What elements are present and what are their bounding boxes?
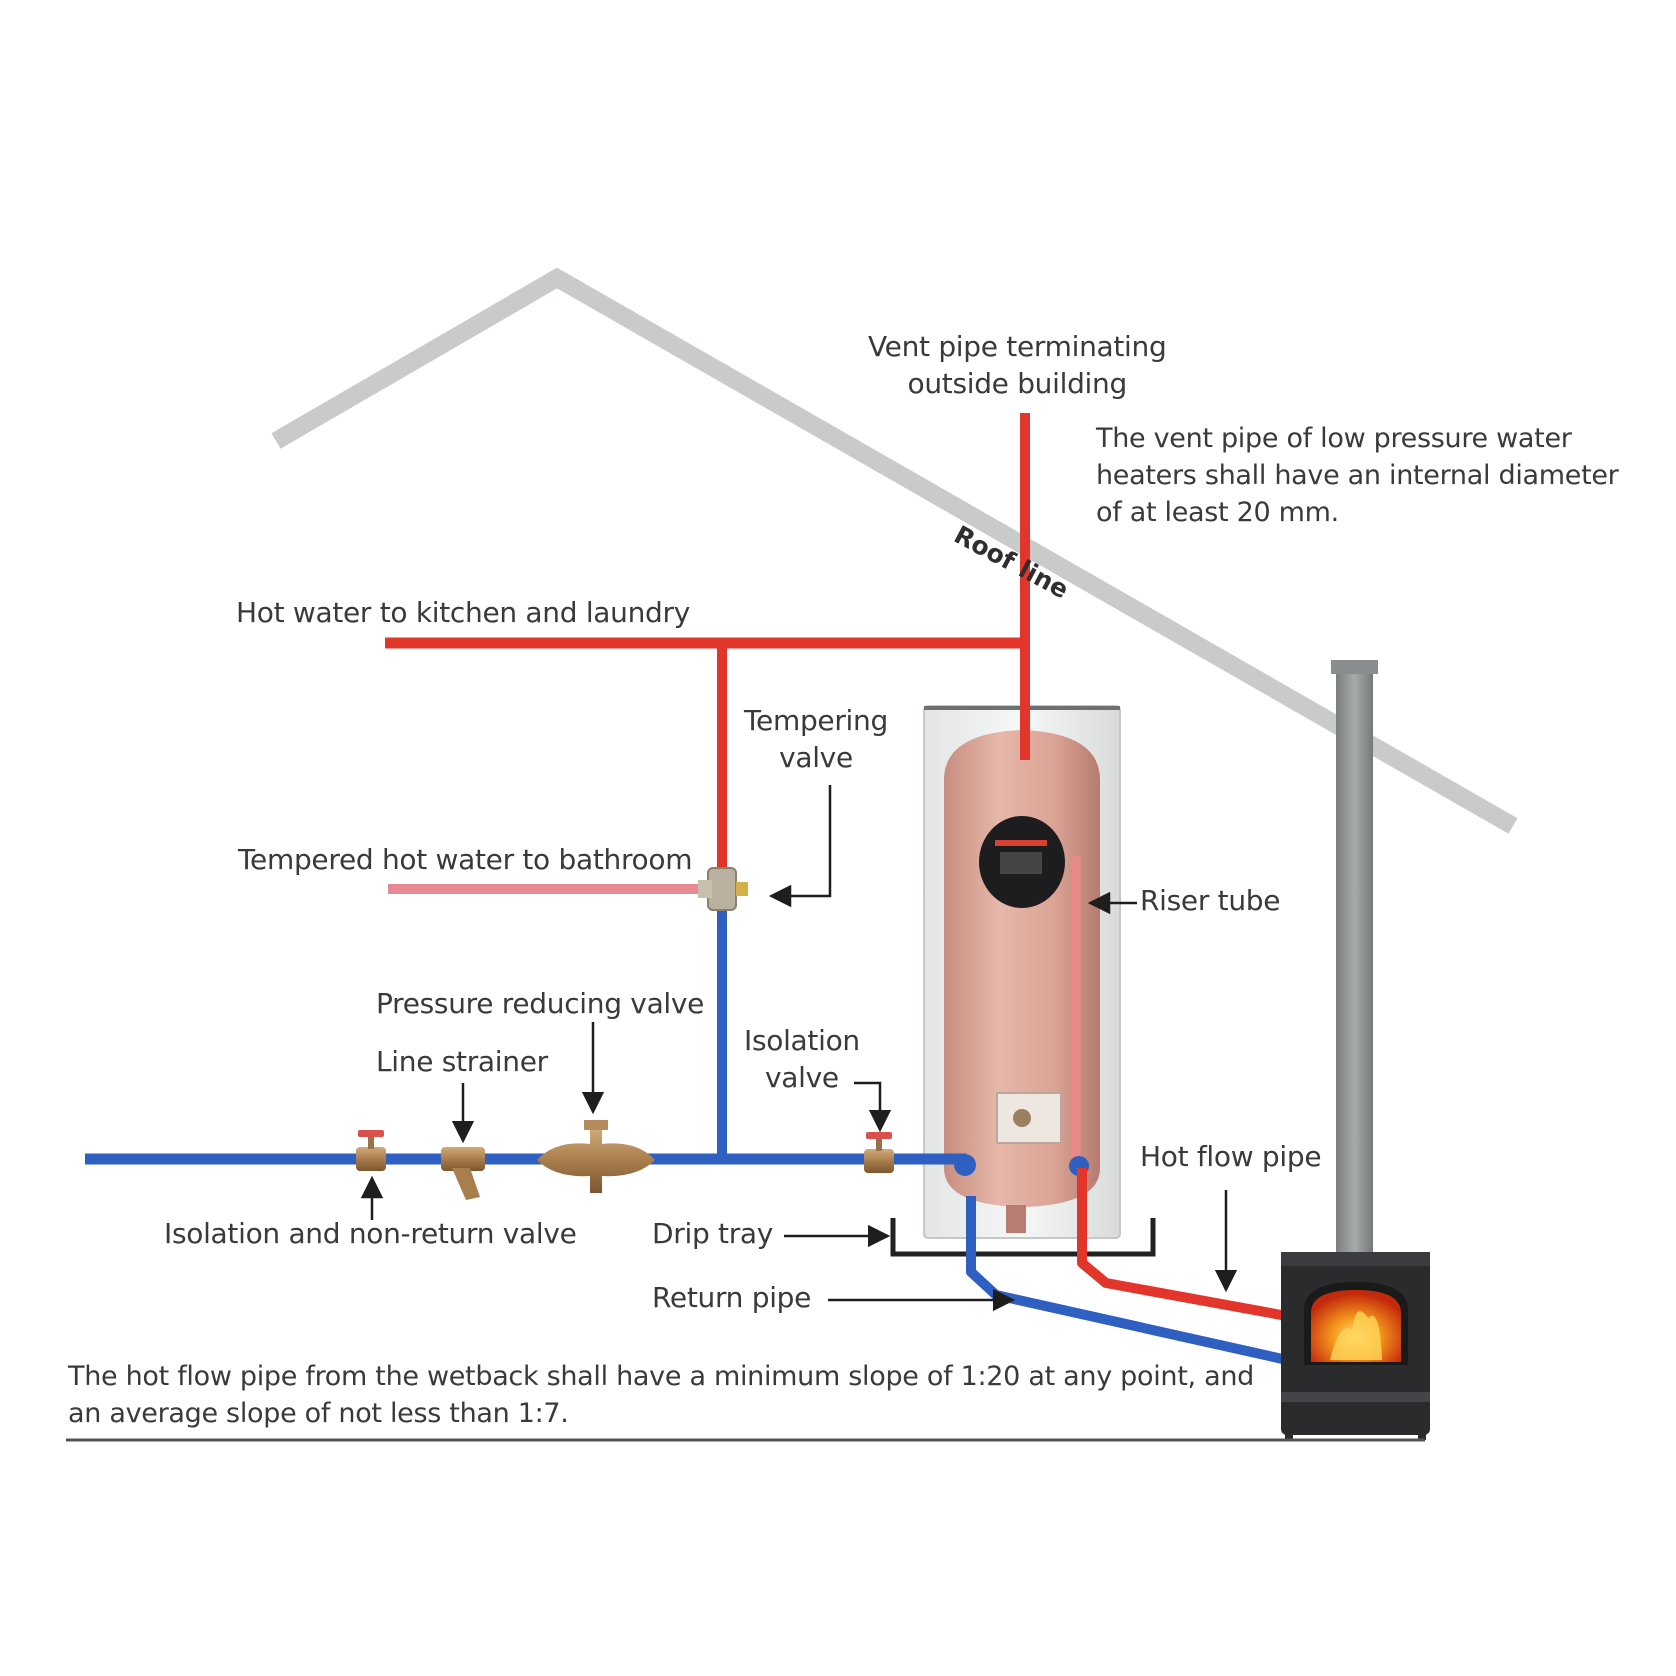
wood-burner-stove xyxy=(1281,1252,1430,1440)
water-heater-cylinder xyxy=(923,705,1121,1239)
return-pipe-label: Return pipe xyxy=(652,1281,812,1314)
flue-cap xyxy=(1331,660,1378,674)
flue-pipe xyxy=(1336,662,1373,1262)
pressure-reducing-valve-label: Pressure reducing valve xyxy=(376,987,705,1020)
pressure-reducing-valve xyxy=(537,1120,655,1193)
line-strainer xyxy=(441,1147,485,1200)
slope-note: The hot flow pipe from the wetback shall… xyxy=(68,1361,1254,1429)
return-pipe xyxy=(966,1196,1289,1365)
tempered-bathroom-label: Tempered hot water to bathroom xyxy=(238,843,693,876)
drip-tray-label: Drip tray xyxy=(652,1217,774,1250)
isolation-non-return-label: Isolation and non-return valve xyxy=(164,1217,577,1250)
cold-inlet xyxy=(954,1154,976,1176)
isolation-valve-label: Isolation valve xyxy=(744,1024,860,1094)
isolation-valve-arrow xyxy=(854,1081,892,1133)
tempering-valve-arrow xyxy=(768,785,832,908)
riser-tube-label: Riser tube xyxy=(1140,884,1281,917)
tempering-valve xyxy=(698,867,748,911)
vent-pipe-label: Vent pipe terminating outside building xyxy=(868,330,1167,400)
vent-pipe-note: The vent pipe of low pressure water heat… xyxy=(1096,423,1619,528)
isolation-valve xyxy=(864,1132,894,1173)
hot-flow-pipe xyxy=(1077,1168,1288,1321)
roof-line xyxy=(271,267,1518,834)
tempering-valve-label: Tempering valve xyxy=(744,704,888,774)
hot-water-kitchen-label: Hot water to kitchen and laundry xyxy=(236,596,690,629)
isolation-non-return-valve xyxy=(356,1130,386,1171)
line-strainer-label: Line strainer xyxy=(376,1045,548,1078)
drip-tray xyxy=(890,1218,1156,1257)
hot-flow-pipe-label: Hot flow pipe xyxy=(1140,1140,1322,1173)
